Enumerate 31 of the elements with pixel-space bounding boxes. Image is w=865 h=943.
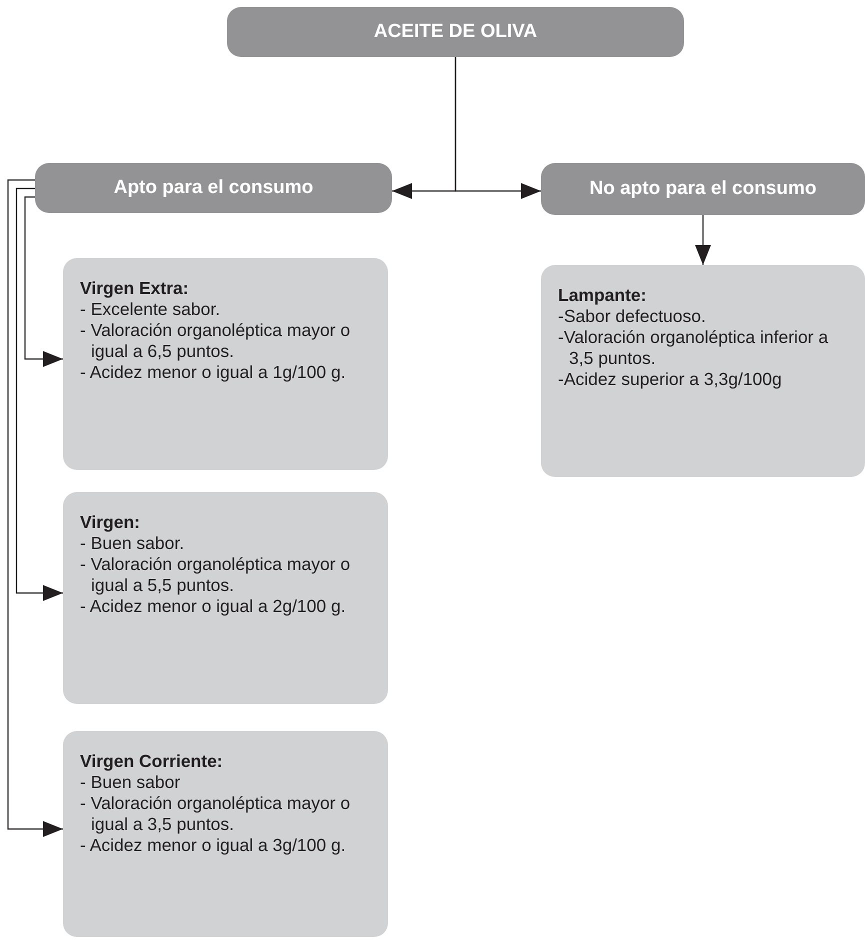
criterion-text: -Acidez superior a 3,3g/100g bbox=[558, 369, 783, 390]
arrow bbox=[24, 196, 63, 367]
criterion-text: -Sabor defectuoso. bbox=[558, 306, 707, 327]
category-title: ACEITE DE OLIVA bbox=[374, 21, 538, 43]
criterion-text: - Valoración organoléptica mayor o igual a 3,5 puntos. bbox=[80, 793, 352, 835]
criterion-text: - Buen sabor bbox=[80, 772, 182, 793]
criterion-text: - Valoración organoléptica mayor o igual a 6,5 puntos. bbox=[80, 320, 352, 362]
category-box bbox=[227, 7, 684, 57]
criterion-text: - Acidez menor o igual a 3g/100 g. bbox=[80, 835, 347, 856]
arrow bbox=[695, 215, 711, 265]
card-heading: Virgen Corriente: bbox=[80, 751, 224, 772]
category-box bbox=[35, 163, 392, 213]
card-heading: Virgen Extra: bbox=[80, 278, 190, 299]
card-heading: Virgen: bbox=[80, 512, 141, 533]
arrow bbox=[7, 179, 63, 837]
category-title: No apto para el consumo bbox=[590, 178, 816, 200]
criterion-text: - Valoración organoléptica mayor o igual a 5,5 puntos. bbox=[80, 554, 352, 596]
criterion-text: - Acidez menor o igual a 2g/100 g. bbox=[80, 596, 347, 617]
criterion-text: - Excelente sabor. bbox=[80, 299, 222, 320]
category-card bbox=[63, 258, 388, 470]
arrow bbox=[454, 57, 541, 199]
category-card bbox=[63, 492, 388, 704]
category-card bbox=[63, 731, 388, 937]
category-title: Apto para el consumo bbox=[114, 177, 314, 199]
criterion-text: -Valoración organoléptica inferior a 3,5 puntos. bbox=[558, 327, 830, 369]
criterion-text: - Acidez menor o igual a 1g/100 g. bbox=[80, 362, 347, 383]
category-card bbox=[541, 265, 865, 477]
card-heading: Lampante: bbox=[558, 285, 648, 306]
criterion-text: - Buen sabor. bbox=[80, 533, 186, 554]
arrow bbox=[16, 188, 63, 601]
category-box bbox=[541, 163, 865, 215]
